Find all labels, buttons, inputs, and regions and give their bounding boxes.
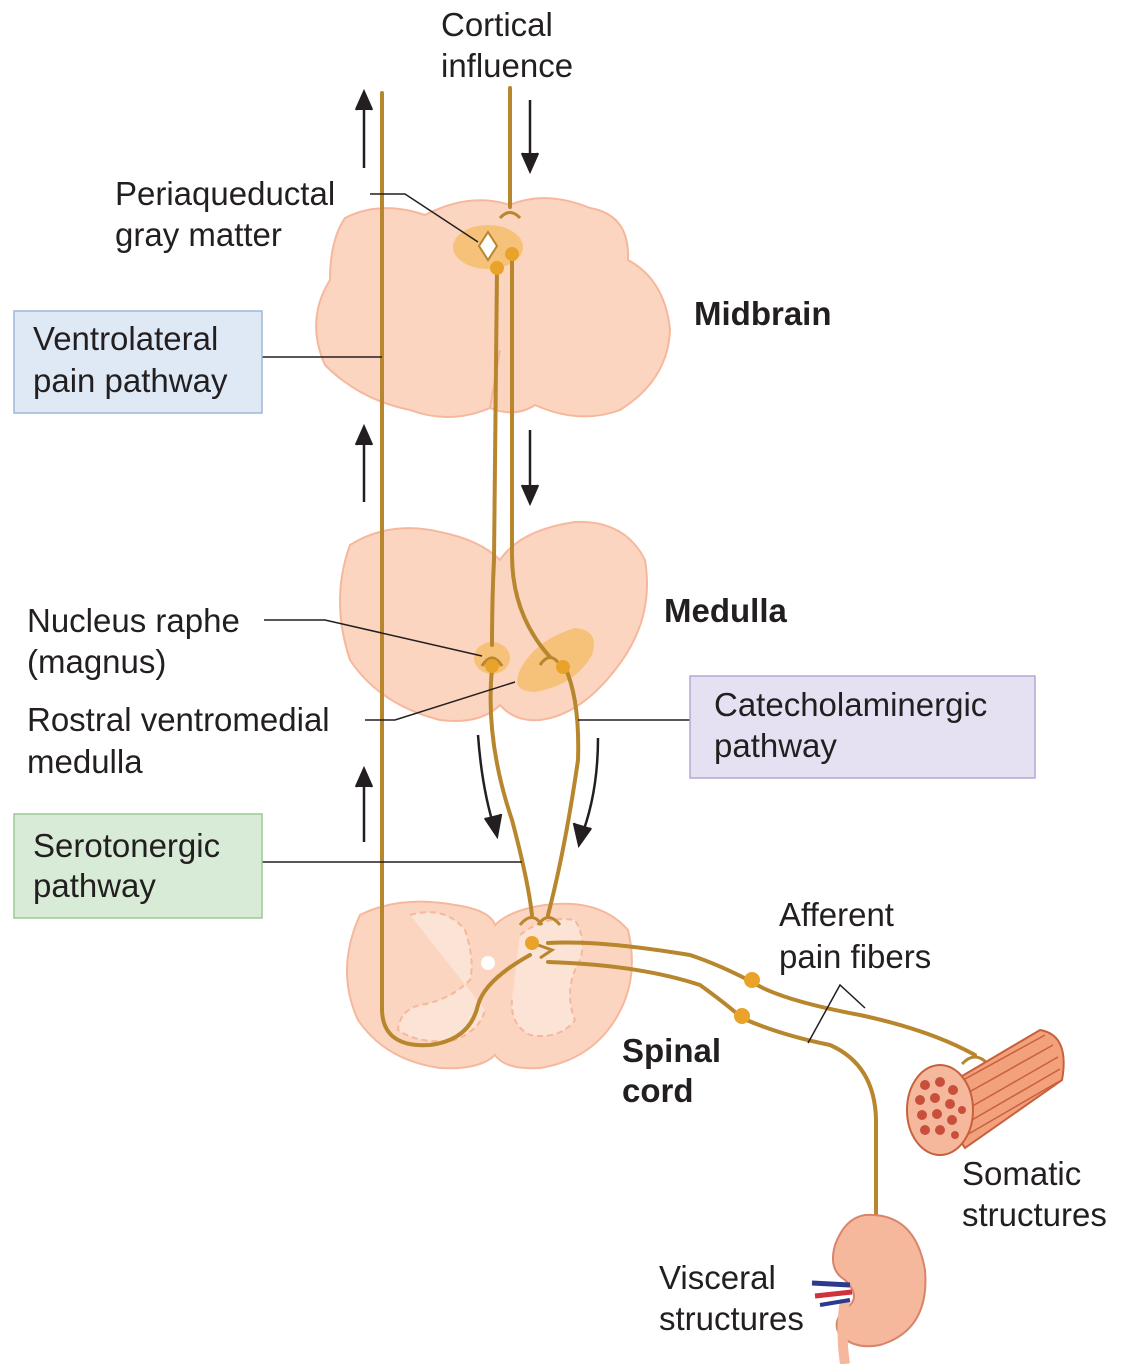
visceral-label-line1: Visceral: [659, 1259, 776, 1296]
cortical-influence-label-line1: Cortical: [441, 6, 553, 43]
nucleus-raphe-label-line1: Nucleus raphe: [27, 602, 240, 639]
kidney-illustration: [812, 1215, 925, 1364]
visceral-label-line2: structures: [659, 1300, 804, 1337]
somatic-label-line1: Somatic: [962, 1155, 1081, 1192]
midbrain-label: Midbrain: [694, 295, 832, 332]
cortical-influence-label-line2: influence: [441, 47, 573, 84]
serotonergic-box-line1: Serotonergic: [33, 827, 220, 864]
catecholaminergic-box: Catecholaminergic pathway: [690, 676, 1035, 778]
catecholaminergic-box-line2: pathway: [714, 727, 837, 764]
muscle-illustration: [907, 1030, 1064, 1155]
rostral-label-line2: medulla: [27, 743, 143, 780]
ventrolateral-box-line2: pain pathway: [33, 362, 228, 399]
medulla-label: Medulla: [664, 592, 787, 629]
serotonergic-box: Serotonergic pathway: [14, 814, 262, 918]
afferent-label-line2: pain fibers: [779, 938, 931, 975]
rostral-label-line1: Rostral ventromedial: [27, 701, 330, 738]
afferent-label-line1: Afferent: [779, 896, 894, 933]
ventrolateral-box-line1: Ventrolateral: [33, 320, 218, 357]
nucleus-raphe-label-line2: (magnus): [27, 643, 166, 680]
periaqueductal-label-line1: Periaqueductal: [115, 175, 335, 212]
somatic-label-line2: structures: [962, 1196, 1107, 1233]
curved-down-arrow-icon: [580, 738, 598, 840]
serotonergic-box-line2: pathway: [33, 867, 156, 904]
periaqueductal-label-line2: gray matter: [115, 216, 282, 253]
spinal-cord-label-line1: Spinal: [622, 1032, 721, 1069]
catecholaminergic-box-line1: Catecholaminergic: [714, 686, 987, 723]
ventrolateral-box: Ventrolateral pain pathway: [14, 311, 262, 413]
curved-down-arrow-icon: [478, 735, 495, 830]
spinal-cord-label-line2: cord: [622, 1072, 694, 1109]
